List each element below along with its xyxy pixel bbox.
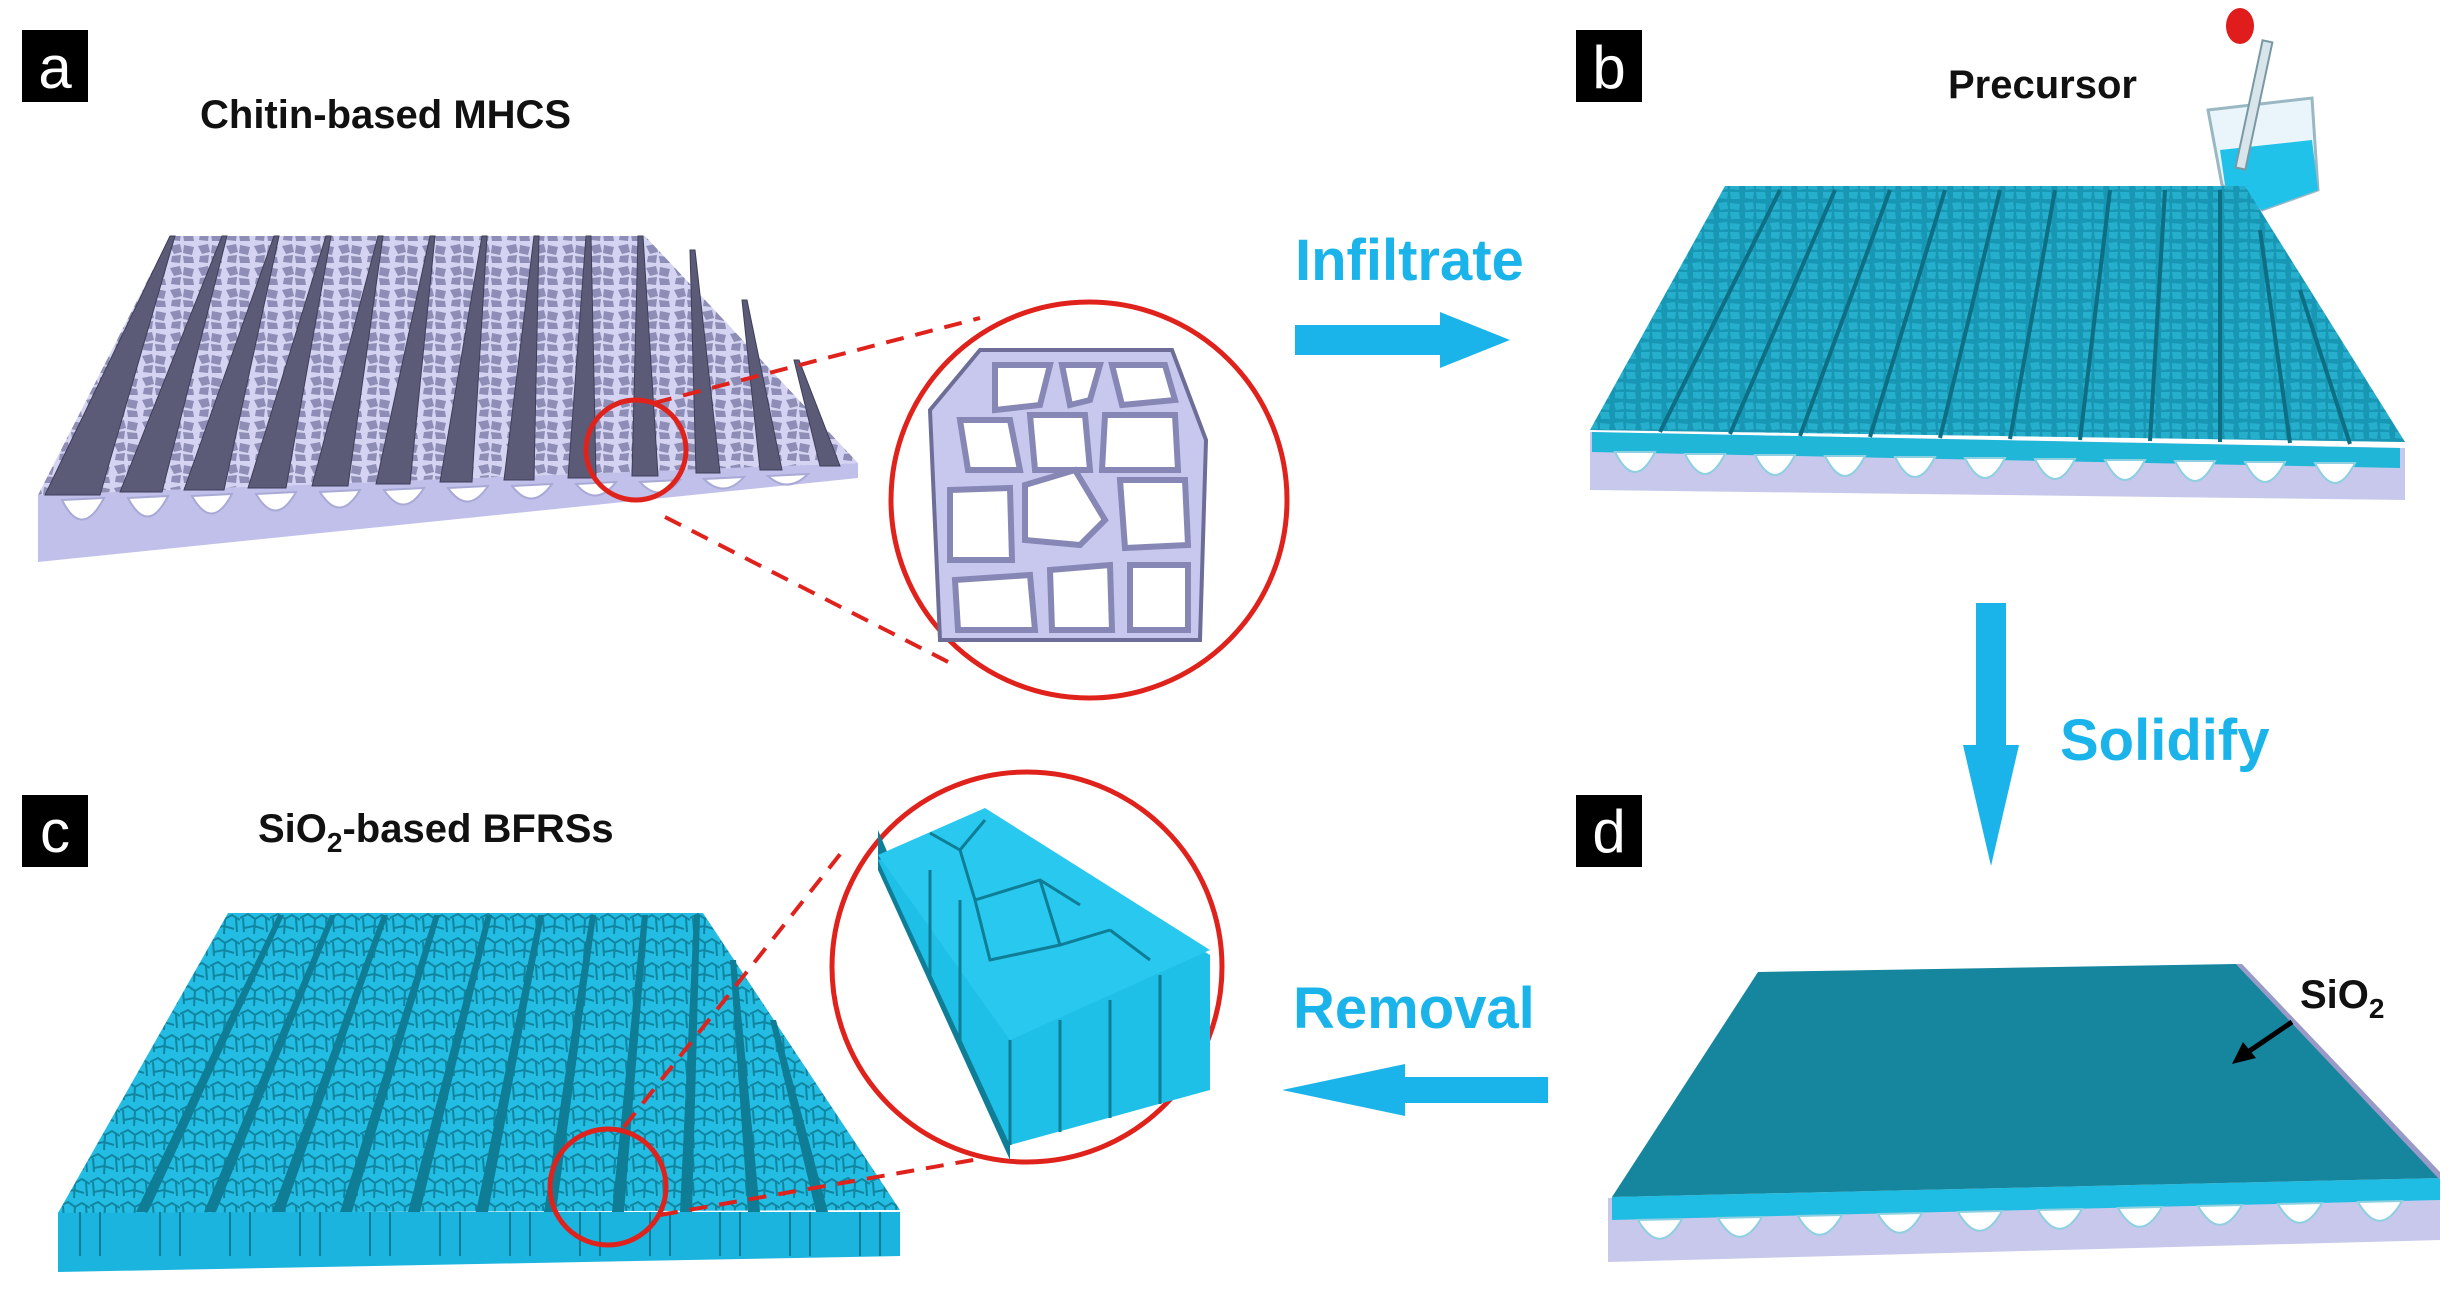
- solidified-slab: [1608, 964, 2440, 1262]
- solidify-label: Solidify: [2060, 708, 2269, 773]
- b-walls: [1658, 189, 2352, 445]
- honeycomb-cells: [947, 362, 1192, 633]
- pillar-lines: [928, 819, 1162, 1145]
- infiltrate-step: Infiltrate: [1295, 228, 1524, 368]
- pipette-icon: [2234, 39, 2274, 171]
- pipette-bulb: [2226, 8, 2254, 44]
- panel-a-label-box: [22, 30, 88, 102]
- sio2-bfrs-slab: [58, 913, 900, 1272]
- magnified-pillars: [829, 769, 1225, 1165]
- magnified-honeycomb: [888, 299, 1290, 701]
- infiltrated-slab: [1590, 186, 2405, 500]
- d-slab-front: [1612, 1178, 2440, 1220]
- panel-d: d SiO2: [1576, 795, 2440, 1262]
- panel-c-label-box: [22, 795, 88, 867]
- vertical-walls: [44, 235, 841, 496]
- c-zoom-line-bottom: [659, 1148, 1031, 1217]
- panel-a-title: Chitin-based MHCS: [200, 93, 571, 137]
- c-grooves: [136, 915, 828, 1212]
- slab-front-arches: [60, 472, 811, 521]
- b-slab-fill: [1590, 186, 2405, 442]
- solidify-arrow: [1963, 603, 2019, 866]
- sio2-pointer-arrow: [2246, 1019, 2294, 1055]
- infiltrate-arrow: [1295, 312, 1510, 368]
- sio2-annotation-prefix: SiO: [2300, 973, 2369, 1017]
- panel-a-label: a: [38, 34, 72, 101]
- panel-a: a Chitin-based MHCS: [22, 30, 1290, 701]
- beaker-pipette-icon: [2206, 8, 2320, 212]
- panel-c: c SiO2-based BFRSs: [22, 769, 1225, 1272]
- removal-arrow: [1282, 1064, 1548, 1116]
- precursor-label: Precursor: [1948, 63, 2137, 107]
- panel-b: b Precursor: [1576, 8, 2405, 500]
- sio2-annotation: SiO2: [2300, 973, 2384, 1024]
- panel-c-label: c: [40, 798, 70, 865]
- c-small-zoom-circle: [547, 1126, 669, 1248]
- sio2-pointer-head: [2232, 1042, 2256, 1064]
- small-zoom-circle: [583, 397, 689, 503]
- panel-c-title: SiO2-based BFRSs: [258, 807, 614, 858]
- panel-c-title-prefix: SiO: [258, 807, 327, 851]
- c-slab-base: [58, 1212, 900, 1272]
- removal-step: Removal: [1282, 976, 1548, 1116]
- d-slab-top: [1612, 964, 2440, 1197]
- infiltrate-label: Infiltrate: [1295, 228, 1524, 293]
- chitin-mhcs-slab: [38, 235, 858, 562]
- zoom-line-bottom: [664, 515, 959, 669]
- panel-d-label-box: [1576, 795, 1642, 867]
- b-slab-top: [1590, 186, 2405, 442]
- zoom-line-top: [653, 316, 981, 405]
- solidify-step: Solidify: [1963, 603, 2269, 866]
- removal-label: Removal: [1293, 976, 1535, 1041]
- sio2-annotation-sub: 2: [2369, 993, 2385, 1024]
- panel-b-label-box: [1576, 30, 1642, 102]
- c-front-pillars: [79, 1212, 881, 1256]
- panel-d-label: d: [1592, 798, 1625, 865]
- panel-b-label: b: [1592, 34, 1625, 101]
- panel-c-title-suffix: -based BFRSs: [342, 807, 613, 851]
- pillar-block-top: [878, 808, 1210, 1040]
- d-slab-right-edge: [2236, 964, 2440, 1180]
- b-slab-front: [1592, 432, 2400, 468]
- panel-c-title-sub: 2: [327, 827, 343, 858]
- b-front-arches: [1613, 451, 2357, 484]
- d-front-arches: [1636, 1199, 2404, 1240]
